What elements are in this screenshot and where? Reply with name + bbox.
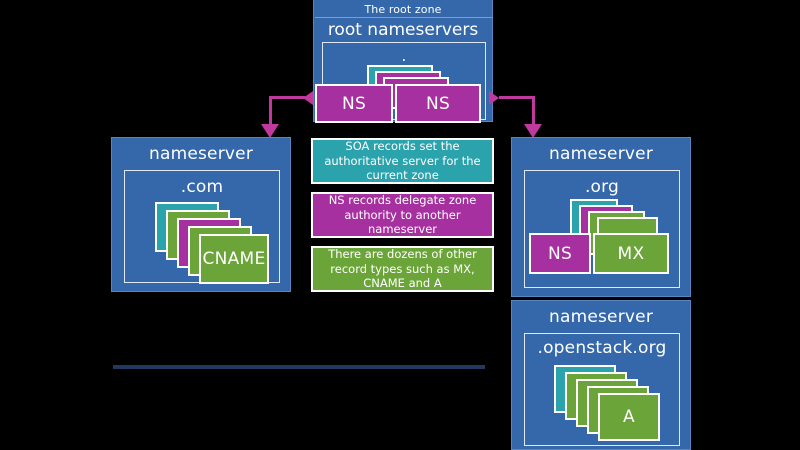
arrowhead-to-com-zone — [261, 124, 279, 138]
root-zone-divider — [315, 17, 493, 18]
openstack-zone-title: nameserver — [548, 307, 654, 327]
record-card-ns-left[interactable]: NS — [315, 84, 393, 123]
record-card-cname[interactable]: CNAME — [199, 234, 269, 284]
record-card-a[interactable]: A — [598, 393, 660, 441]
legend-ns-records[interactable]: NS records delegate zone authority to an… — [311, 192, 494, 238]
arrow-tip-root-ns-right — [489, 91, 499, 105]
org-zone-title: nameserver — [548, 144, 654, 164]
openstack-zone-inner-box: .openstack.org A — [524, 333, 680, 446]
root-zone-inner-box: . NS NS — [315, 42, 486, 123]
connector-root-to-com-vertical — [269, 96, 272, 127]
com-zone-panel[interactable]: nameserver .com CNAME — [111, 137, 291, 292]
connector-root-to-org-horizontal — [499, 96, 535, 99]
record-card-ns-right[interactable]: NS — [395, 84, 481, 123]
root-zone-title: root nameservers — [327, 20, 479, 40]
org-zone-panel[interactable]: nameserver .org NS MX — [511, 137, 691, 297]
connector-root-to-org-vertical — [532, 96, 535, 127]
root-zone-label: The root zone — [364, 3, 442, 16]
legend-other-records[interactable]: There are dozens of other record types s… — [311, 246, 494, 292]
record-card-mx[interactable]: MX — [593, 233, 669, 274]
com-zone-inner-box: .com CNAME — [124, 170, 280, 284]
root-zone-panel[interactable]: The root zone root nameservers . NS NS — [313, 0, 493, 123]
openstack-zone-name: .openstack.org — [537, 338, 667, 358]
com-zone-title: nameserver — [148, 144, 254, 164]
connector-root-to-com-horizontal — [269, 96, 305, 99]
bottom-divider-rule — [113, 365, 485, 369]
arrow-tip-root-ns-left — [303, 91, 313, 105]
record-card-ns[interactable]: NS — [529, 233, 591, 274]
openstack-zone-panel[interactable]: nameserver .openstack.org A — [511, 300, 691, 450]
root-zone-name: . — [401, 47, 407, 65]
org-zone-inner-box: .org NS MX — [524, 170, 680, 288]
arrowhead-to-org-zone — [524, 124, 542, 138]
com-zone-name: .com — [180, 177, 224, 197]
org-zone-name: .org — [584, 177, 620, 197]
legend-soa-records[interactable]: SOA records set the authoritative server… — [311, 138, 494, 184]
